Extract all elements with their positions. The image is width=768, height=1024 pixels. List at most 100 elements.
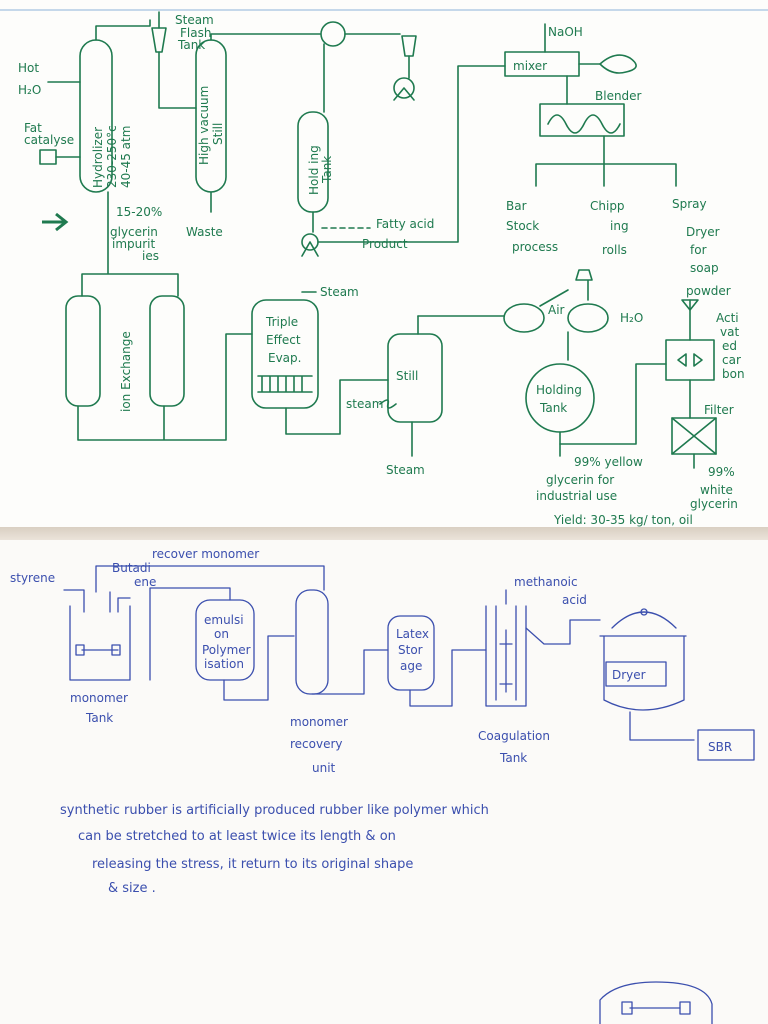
styrene-label: styrene xyxy=(10,571,55,585)
flash-to-still-line xyxy=(158,51,197,109)
fat-catalyst-input: Fat catalyse xyxy=(24,121,81,165)
naoh-label: NaOH xyxy=(548,25,583,39)
ion-column-1 xyxy=(65,295,101,407)
corner-vessel-sketch xyxy=(599,981,713,1024)
steam-bottom-label: Steam xyxy=(386,463,425,477)
hydrolizer-label: Hydrolizer xyxy=(91,127,105,188)
vent-nozzle xyxy=(401,35,417,57)
hot-water-input: Hot H₂O xyxy=(18,61,81,97)
carbon-tank xyxy=(665,339,715,381)
hydrolizer-pressure: 40-45 atm xyxy=(119,126,133,188)
still-to-separator-line xyxy=(210,33,321,41)
hydrolizer-temp: 230-250°c xyxy=(105,125,119,188)
corner-impeller-2 xyxy=(679,1001,691,1015)
dryer-dome xyxy=(611,611,677,629)
holding-label-1: Hold ing xyxy=(307,145,321,195)
condenser-2 xyxy=(567,303,609,333)
ion-exchange: ion Exchange xyxy=(65,295,253,441)
steam-flash-label-3: Tank xyxy=(177,38,205,52)
recover-monomer-label: recover monomer xyxy=(152,547,259,561)
emulsion-vessel xyxy=(195,599,255,681)
sbr-box xyxy=(697,729,755,761)
ion-column-2 xyxy=(149,295,185,407)
methanoic-label: methanoic xyxy=(514,575,578,589)
coagulation-tank: methanoic acid Coagulation Tank xyxy=(478,575,601,765)
dryer-knob xyxy=(640,608,648,616)
carbon-label-2: vat xyxy=(720,325,739,339)
section-arrow-marker xyxy=(42,212,69,232)
powder-label: powder xyxy=(686,284,731,298)
corner-impeller-1 xyxy=(621,1001,633,1015)
latex-vessel xyxy=(387,615,435,691)
white-label-3: glycerin xyxy=(690,497,738,511)
glycerin-pct-label: 15-20% xyxy=(116,205,162,219)
emulsion-to-recovery-line xyxy=(223,635,295,701)
glycerin-process: Hot H₂O Fat catalyse Hydrolizer 230-250°… xyxy=(0,9,768,527)
fatty-acid-label: Fatty acid xyxy=(376,217,434,231)
holding-label-2: Tank xyxy=(320,156,334,184)
dryer: Dryer xyxy=(599,608,695,741)
for-label: for xyxy=(690,243,707,257)
pump-to-mixer-line xyxy=(317,65,506,243)
stock-label: Stock xyxy=(506,219,539,233)
hydrolizer: Hydrolizer 230-250°c 40-45 atm xyxy=(79,39,133,193)
air-arrow xyxy=(539,289,569,307)
hydrolizer-to-ion-lines xyxy=(81,191,179,297)
steam-top-label: Steam xyxy=(320,285,359,299)
monomer-tank-label-2: Tank xyxy=(85,711,113,725)
mixer: NaOH mixer xyxy=(504,23,637,105)
white-label-2: white xyxy=(700,483,733,497)
triple-label: Triple xyxy=(265,315,298,329)
butadiene-label-1: Butadi xyxy=(112,561,151,575)
coag-agitator xyxy=(499,629,513,693)
activated-carbon-filter: Acti vat ed car bon Filter 99% white gly… xyxy=(665,299,745,511)
lower-sheet xyxy=(0,540,768,1024)
steam-coil xyxy=(379,399,397,409)
carbon-agitator xyxy=(677,353,703,367)
steam-coil-label: steam xyxy=(346,397,383,411)
dryer-label: Dryer xyxy=(686,225,720,239)
vent-cap xyxy=(575,269,593,301)
separator-vessel xyxy=(320,21,346,47)
air-label: Air xyxy=(548,303,565,317)
ing-label: ing xyxy=(610,219,629,233)
monomer-tank-vessel xyxy=(69,605,131,681)
holding-tank-2: Holding Tank 99% yellow glycerin for ind… xyxy=(525,363,667,503)
hot-label: Hot xyxy=(18,61,39,75)
dryer-label-box xyxy=(605,661,667,687)
dryer-to-sbr-line xyxy=(629,711,695,741)
triple-effect-evaporator: Steam Triple Effect Evap. xyxy=(251,285,389,435)
recovery-label-2: recovery xyxy=(290,737,343,751)
upper-sheet xyxy=(0,0,768,540)
note-line-3: releasing the stress, it return to its o… xyxy=(92,857,413,872)
dryer-label: Dryer xyxy=(612,668,646,682)
latex-to-coag-line xyxy=(409,649,487,707)
dryer-body xyxy=(599,635,687,711)
holding-tank-1: Hold ing Tank Fatty acid Product xyxy=(297,65,506,257)
rolls-label: rolls xyxy=(602,243,627,257)
monomer-recovery-unit: monomer recovery unit xyxy=(290,589,389,775)
emulsion-label-4: isation xyxy=(204,657,244,671)
holding-2-label-2: Tank xyxy=(539,401,567,415)
recovery-to-latex-line xyxy=(311,649,389,695)
latex-label-3: age xyxy=(400,659,422,673)
still-label-1: High vacuum xyxy=(197,86,211,165)
ion-to-evap-line xyxy=(77,333,253,441)
blender-wave xyxy=(547,114,621,134)
soap-label: soap xyxy=(690,261,719,275)
impurities-label-2: ies xyxy=(142,249,159,263)
sbr-process: recover monomer styrene Butadi ene monom… xyxy=(10,547,755,1024)
recovery-label-3: unit xyxy=(312,761,336,775)
yield-label: Yield: 30-35 kg/ ton, oil xyxy=(553,513,693,527)
latex-label-1: Latex xyxy=(396,627,429,641)
styrene-line xyxy=(63,589,85,613)
flash-tank-shape xyxy=(151,27,167,53)
still-2-label: Still xyxy=(396,369,418,383)
holding-tank-2-vessel xyxy=(525,363,595,433)
sbr-product: SBR xyxy=(697,729,755,761)
white-label-1: 99% xyxy=(708,465,735,479)
monomer-tank-impeller-2 xyxy=(111,644,121,656)
ion-exchange-label: ion Exchange xyxy=(119,331,133,412)
